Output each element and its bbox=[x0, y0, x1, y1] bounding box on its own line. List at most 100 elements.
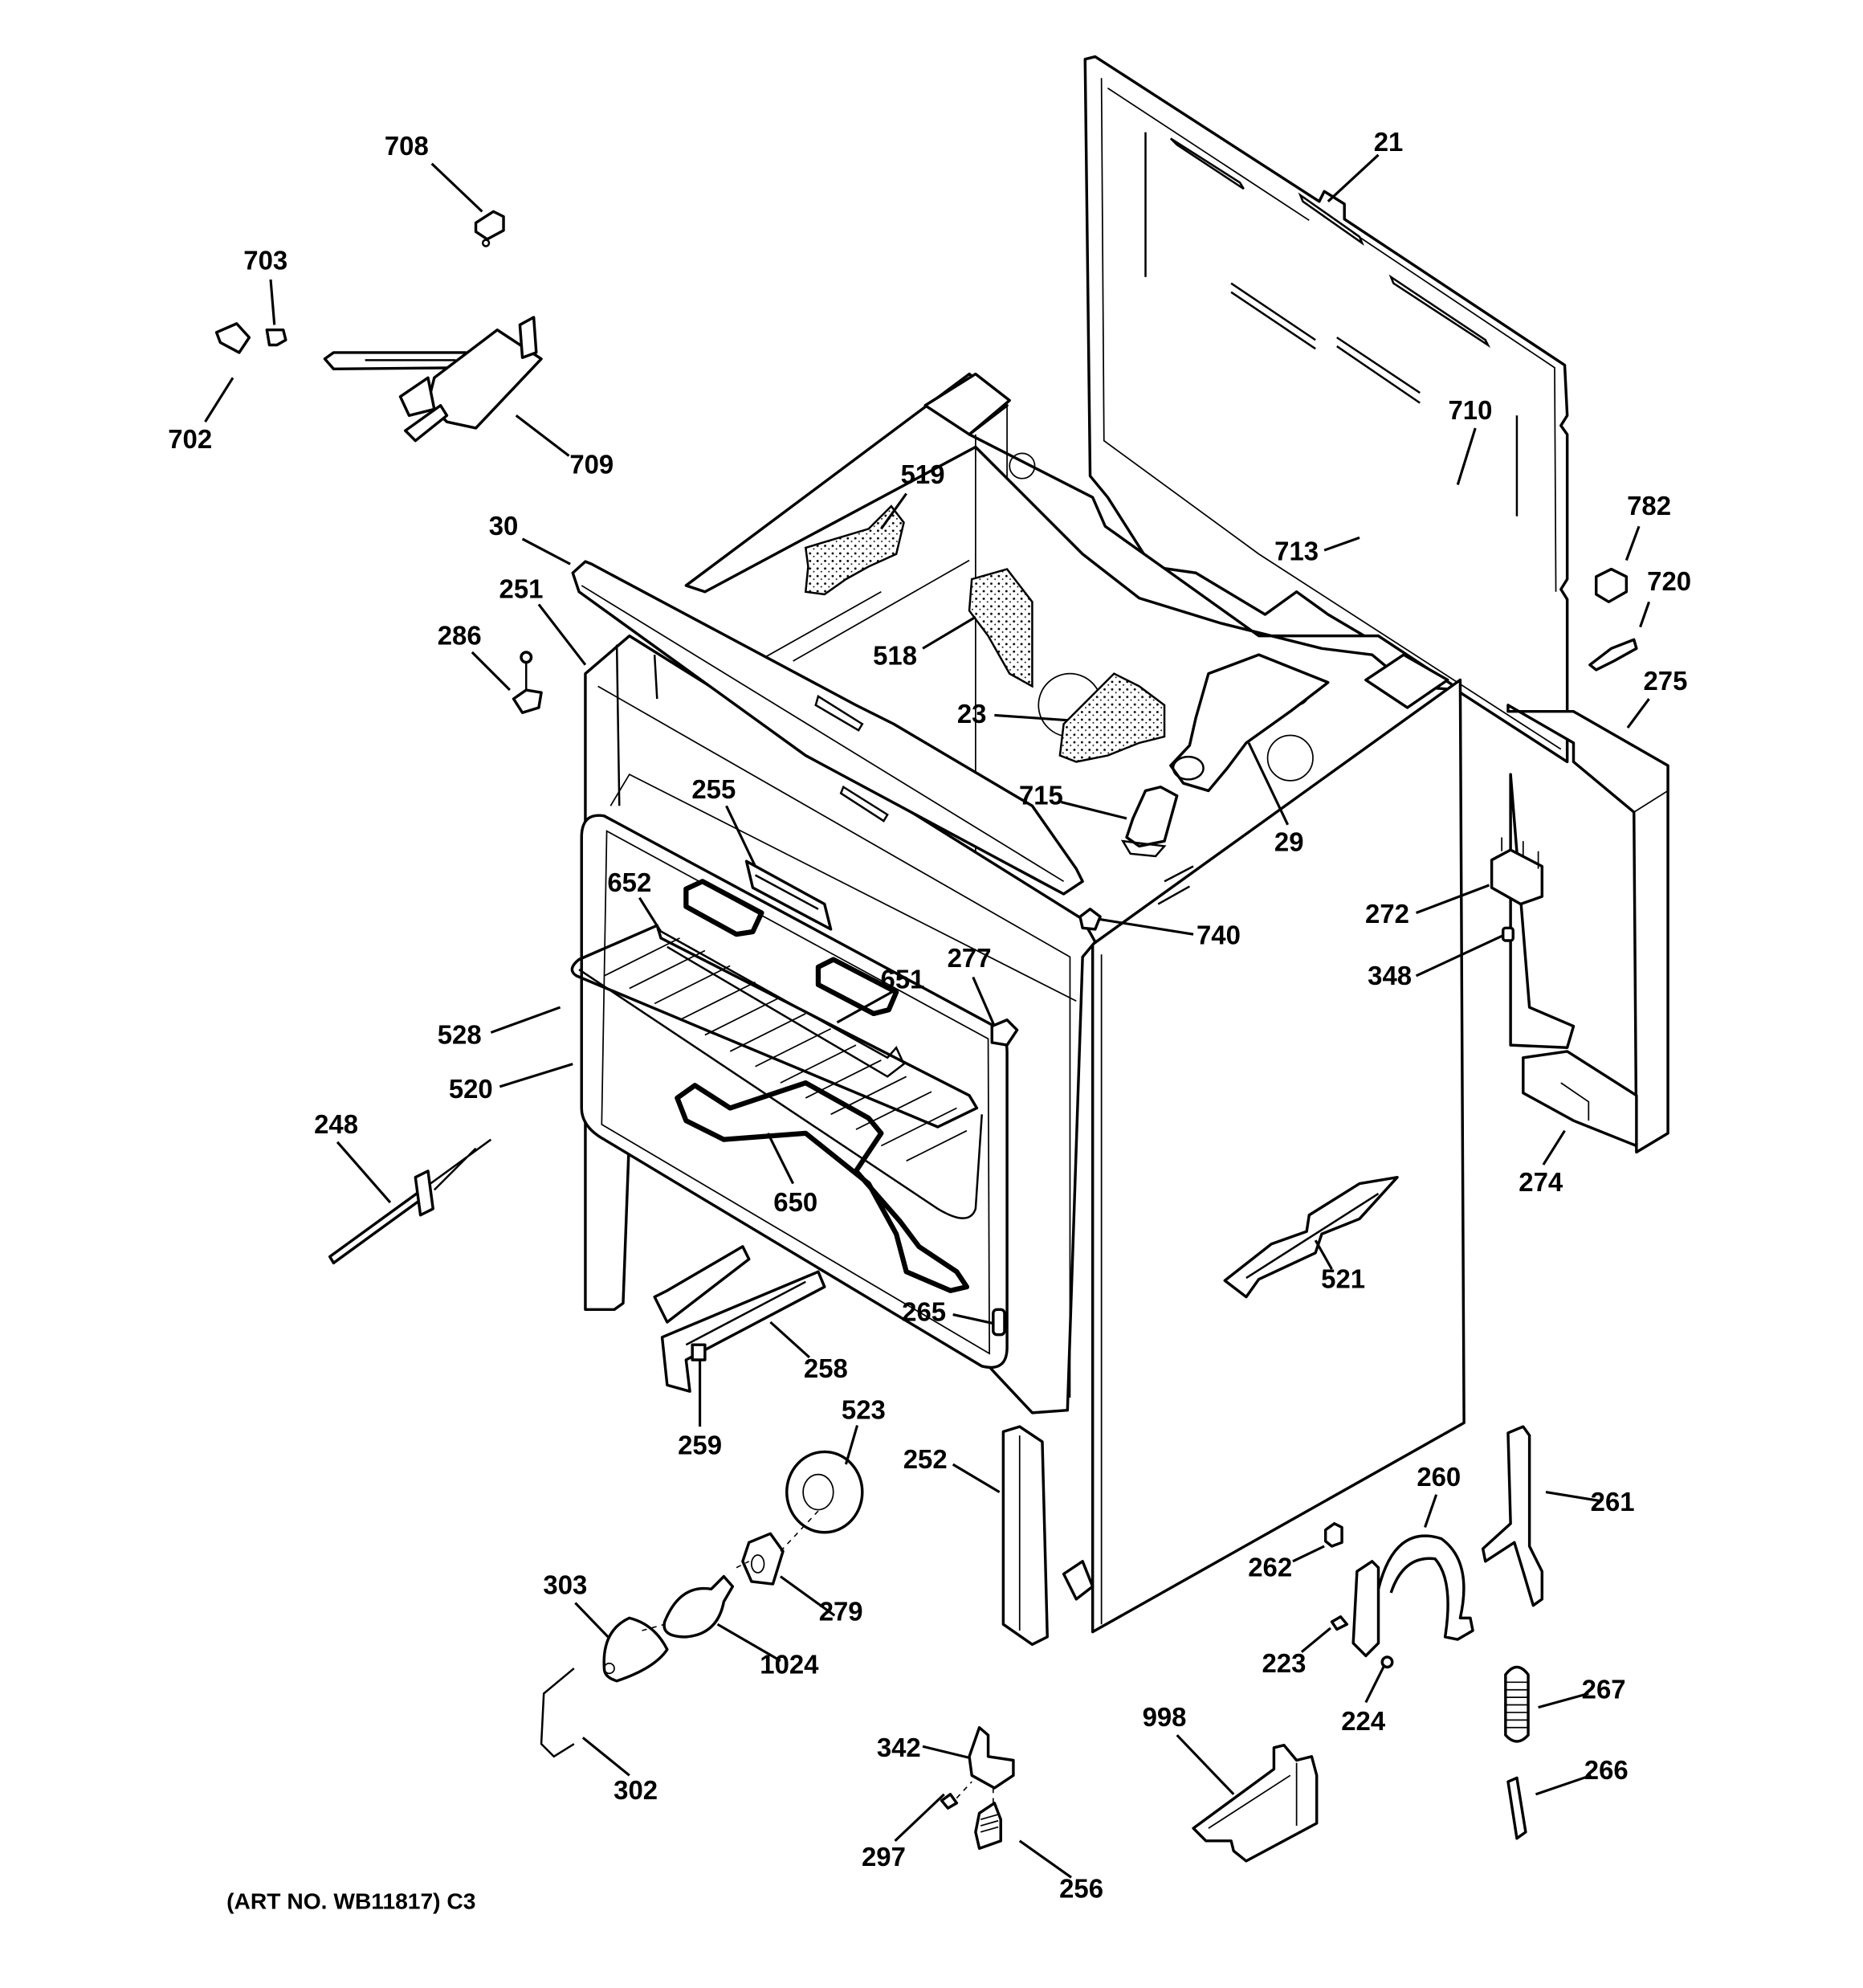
callout-252[interactable]: 252 bbox=[903, 1444, 948, 1474]
leader-223 bbox=[1300, 1627, 1331, 1653]
callout-523[interactable]: 523 bbox=[842, 1395, 886, 1425]
top-trim-part bbox=[571, 560, 1084, 896]
callout-256[interactable]: 256 bbox=[1059, 1873, 1103, 1903]
callout-266[interactable]: 266 bbox=[1584, 1755, 1629, 1785]
leader-303 bbox=[574, 1602, 609, 1638]
hinge-spring-part bbox=[1504, 1665, 1530, 1743]
latch-assembly-709-part bbox=[323, 316, 543, 443]
callout-708[interactable]: 708 bbox=[385, 131, 429, 161]
callout-520[interactable]: 520 bbox=[449, 1074, 493, 1104]
callout-224[interactable]: 224 bbox=[1341, 1706, 1386, 1736]
hinge-link-part bbox=[1506, 1776, 1527, 1840]
callout-1024[interactable]: 1024 bbox=[760, 1649, 819, 1679]
callout-303[interactable]: 303 bbox=[543, 1570, 587, 1600]
callout-29[interactable]: 29 bbox=[1274, 827, 1304, 857]
light-assembly-axis bbox=[642, 1510, 819, 1631]
leader-258 bbox=[769, 1321, 811, 1359]
wiring-cover-part bbox=[1506, 704, 1669, 1154]
leader-248 bbox=[336, 1141, 392, 1204]
callout-348[interactable]: 348 bbox=[1368, 961, 1412, 990]
leader-520 bbox=[499, 1063, 573, 1088]
callout-715[interactable]: 715 bbox=[1019, 781, 1063, 810]
callout-223[interactable]: 223 bbox=[1262, 1648, 1306, 1678]
callout-652[interactable]: 652 bbox=[607, 867, 651, 897]
callout-998[interactable]: 998 bbox=[1143, 1702, 1187, 1732]
leader-720 bbox=[1639, 601, 1651, 628]
leader-256 bbox=[1018, 1839, 1072, 1879]
callout-720[interactable]: 720 bbox=[1647, 566, 1691, 596]
leader-277 bbox=[972, 976, 996, 1027]
callout-255[interactable]: 255 bbox=[691, 774, 736, 804]
callout-251[interactable]: 251 bbox=[499, 574, 544, 604]
wiring-bracket-part bbox=[1509, 773, 1576, 1049]
callout-267[interactable]: 267 bbox=[1582, 1675, 1626, 1704]
callout-261[interactable]: 261 bbox=[1591, 1487, 1635, 1517]
leader-710 bbox=[1456, 427, 1477, 485]
callout-272[interactable]: 272 bbox=[1365, 899, 1409, 929]
callout-248[interactable]: 248 bbox=[314, 1109, 358, 1139]
leader-23 bbox=[994, 713, 1068, 722]
callout-30[interactable]: 30 bbox=[489, 511, 519, 541]
leader-262 bbox=[1292, 1545, 1325, 1563]
callout-702[interactable]: 702 bbox=[168, 424, 212, 454]
callout-709[interactable]: 709 bbox=[569, 449, 614, 479]
light-lens-part bbox=[602, 1616, 669, 1683]
switch-708-part bbox=[474, 210, 505, 247]
leader-265 bbox=[952, 1313, 994, 1325]
callout-703[interactable]: 703 bbox=[243, 245, 287, 275]
callout-259[interactable]: 259 bbox=[678, 1431, 722, 1460]
callout-650[interactable]: 650 bbox=[773, 1187, 817, 1217]
leader-709 bbox=[515, 414, 570, 457]
callout-277[interactable]: 277 bbox=[948, 943, 992, 973]
hinge-screw-part bbox=[1330, 1615, 1349, 1631]
leader-519 bbox=[880, 492, 907, 530]
callout-519[interactable]: 519 bbox=[901, 459, 945, 489]
callout-651[interactable]: 651 bbox=[881, 965, 925, 994]
callout-518[interactable]: 518 bbox=[873, 641, 917, 671]
leader-lines bbox=[204, 153, 1651, 1879]
callout-21[interactable]: 21 bbox=[1374, 127, 1404, 157]
oven-rack-part bbox=[570, 924, 983, 1219]
leader-523 bbox=[844, 1425, 859, 1465]
leader-274 bbox=[1542, 1129, 1566, 1165]
callout-521[interactable]: 521 bbox=[1321, 1264, 1365, 1294]
callout-302[interactable]: 302 bbox=[614, 1775, 658, 1805]
callout-342[interactable]: 342 bbox=[877, 1733, 921, 1762]
leader-521 bbox=[1314, 1239, 1333, 1270]
light-receptacle-cover-part bbox=[785, 1450, 864, 1534]
leader-272 bbox=[1415, 884, 1490, 914]
leg-assembly-axis bbox=[956, 1781, 994, 1803]
insulation-pad-23 bbox=[1058, 672, 1166, 763]
callout-782[interactable]: 782 bbox=[1627, 491, 1671, 520]
leader-342 bbox=[922, 1745, 970, 1759]
art-number-caption: (ART NO. WB11817) C3 bbox=[226, 1888, 475, 1913]
callout-265[interactable]: 265 bbox=[902, 1296, 946, 1326]
leader-275 bbox=[1626, 698, 1650, 729]
callout-297[interactable]: 297 bbox=[862, 1842, 906, 1872]
connector-782-part bbox=[1594, 567, 1629, 604]
leader-708 bbox=[430, 162, 483, 213]
callout-23[interactable]: 23 bbox=[957, 699, 987, 729]
callout-710[interactable]: 710 bbox=[1449, 395, 1493, 425]
callout-260[interactable]: 260 bbox=[1417, 1462, 1461, 1492]
leader-651 bbox=[836, 990, 895, 1024]
callout-262[interactable]: 262 bbox=[1248, 1553, 1292, 1582]
back-panel-part bbox=[1083, 55, 1569, 764]
callout-713[interactable]: 713 bbox=[1274, 537, 1319, 566]
leader-252 bbox=[952, 1463, 1001, 1493]
light-bulb-part bbox=[662, 1574, 735, 1639]
callout-286[interactable]: 286 bbox=[438, 621, 482, 651]
leader-652 bbox=[638, 896, 662, 933]
callout-274[interactable]: 274 bbox=[1519, 1167, 1563, 1197]
leader-518 bbox=[922, 615, 976, 650]
callout-528[interactable]: 528 bbox=[438, 1020, 482, 1050]
callout-279[interactable]: 279 bbox=[819, 1597, 863, 1627]
terminal-block-part bbox=[1490, 837, 1544, 906]
leader-302 bbox=[581, 1737, 630, 1777]
callout-258[interactable]: 258 bbox=[804, 1353, 848, 1383]
callout-740[interactable]: 740 bbox=[1196, 921, 1241, 950]
leader-782 bbox=[1625, 525, 1641, 561]
light-socket-part bbox=[741, 1532, 785, 1586]
callout-275[interactable]: 275 bbox=[1643, 666, 1687, 696]
leader-30 bbox=[521, 537, 571, 565]
